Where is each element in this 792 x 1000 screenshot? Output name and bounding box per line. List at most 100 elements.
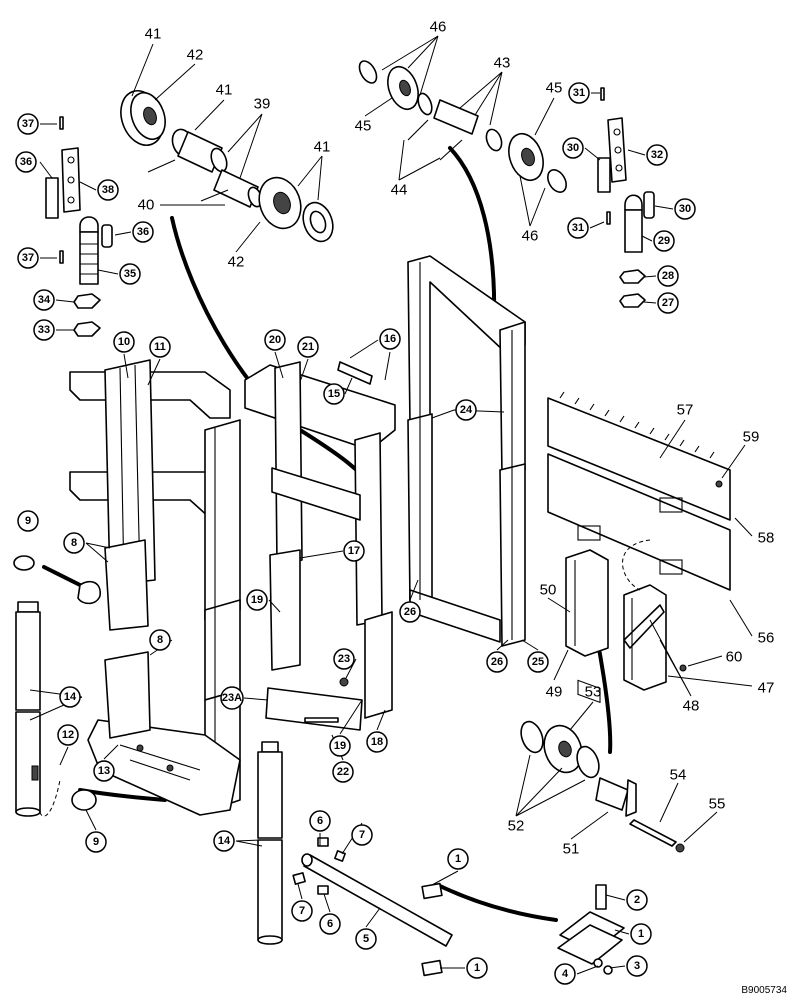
right-sheave-assembly [358,60,567,193]
item-callout: 19 [329,735,351,757]
callout-number: 19 [251,594,263,606]
item-callout: 30 [562,137,584,159]
callout-circle [149,629,171,651]
callout-circle [399,601,421,623]
item-label: 50 [540,582,557,599]
lower-cross-member [87,651,241,816]
callout-number: 18 [371,736,383,748]
left-chain-anchor-parts [45,116,113,337]
item-callout: 11 [149,336,171,358]
callout-circle [15,151,37,173]
item-label: 41 [314,139,331,156]
item-label: 46 [522,228,539,245]
item-callout: 31 [568,82,590,104]
callout-circle [554,963,576,985]
item-label: 55 [709,796,726,813]
left-sheave-assembly [120,90,334,243]
item-label: 56 [758,630,775,647]
item-callout: 9 [17,510,39,532]
callout-circle [568,82,590,104]
item-callout: 37 [17,247,39,269]
callout-circle [630,923,652,945]
callout-number: 11 [154,341,166,353]
item-label: 42 [228,254,245,271]
callout-circle [486,651,508,673]
callout-number: 5 [363,933,369,945]
item-callout: 26 [399,601,421,623]
callout-number: 10 [118,336,130,348]
callout-circle [17,510,39,532]
callout-number: 1 [638,928,644,940]
callout-circle [264,329,286,351]
item-callout: 9 [85,831,107,853]
item-callout: 7 [291,900,313,922]
callout-circle [455,399,477,421]
callout-circle [351,824,373,846]
callout-circle [626,889,648,911]
callout-number: 7 [359,829,365,841]
item-callout: 18 [366,731,388,753]
callout-circle [59,686,81,708]
callout-number: 37 [22,118,34,130]
callout-number: 30 [679,203,691,215]
item-number-labels: 4142413941404246434545444657595856506049… [138,19,775,858]
item-label: 48 [683,698,700,715]
item-callout: 26 [486,651,508,673]
callout-number: 4 [562,968,569,980]
item-label: 43 [494,55,511,72]
callout-circle [657,292,679,314]
item-callout: 33 [33,319,55,341]
callout-circle [309,810,331,832]
callout-circle [85,831,107,853]
lower-bar-and-plates [39,779,625,977]
item-callout: 14 [59,686,81,708]
item-callout: 4 [554,963,576,985]
item-label: 51 [563,841,580,858]
callout-number: 6 [317,815,323,827]
callout-number: 14 [64,691,77,703]
callout-number: 28 [662,270,674,282]
callout-number: 24 [460,404,473,416]
callout-number: 36 [20,156,32,168]
callout-circle [220,686,244,710]
callout-number: 23 [338,653,350,665]
item-callout: 29 [653,230,675,252]
leader-lines [29,35,753,975]
item-callout: 14 [213,830,235,852]
callout-number: 8 [71,537,77,549]
item-callout: 36 [132,221,154,243]
item-callout: 12 [57,724,79,746]
callout-circle [149,336,171,358]
callout-circle [653,230,675,252]
callout-circle [213,830,235,852]
callout-number: 36 [137,226,149,238]
callout-circle [343,540,365,562]
callout-number: 13 [98,765,110,777]
item-callout: 1 [630,923,652,945]
item-callout: 10 [113,331,135,353]
callout-circle [291,900,313,922]
callout-number: 35 [124,268,136,280]
item-callout: 35 [119,263,141,285]
callout-number: 29 [658,235,670,247]
callout-circle [332,761,354,783]
item-callout: 36 [15,151,37,173]
callout-circle [646,144,668,166]
callout-number: 2 [634,894,640,906]
item-callout: 32 [646,144,668,166]
callout-circle [17,113,39,135]
callout-number: 22 [337,766,349,778]
callout-number: 19 [334,740,346,752]
callout-circle [355,928,377,950]
callout-number: 37 [22,252,34,264]
item-label: 41 [216,82,233,99]
callout-number: 9 [25,515,31,527]
callout-circle [674,198,696,220]
item-label: 52 [508,818,525,835]
center-lift-cylinder [257,741,283,945]
callout-circle [57,724,79,746]
item-callout: 1 [447,848,469,870]
item-callout: 25 [527,651,549,673]
item-label: 49 [546,684,563,701]
